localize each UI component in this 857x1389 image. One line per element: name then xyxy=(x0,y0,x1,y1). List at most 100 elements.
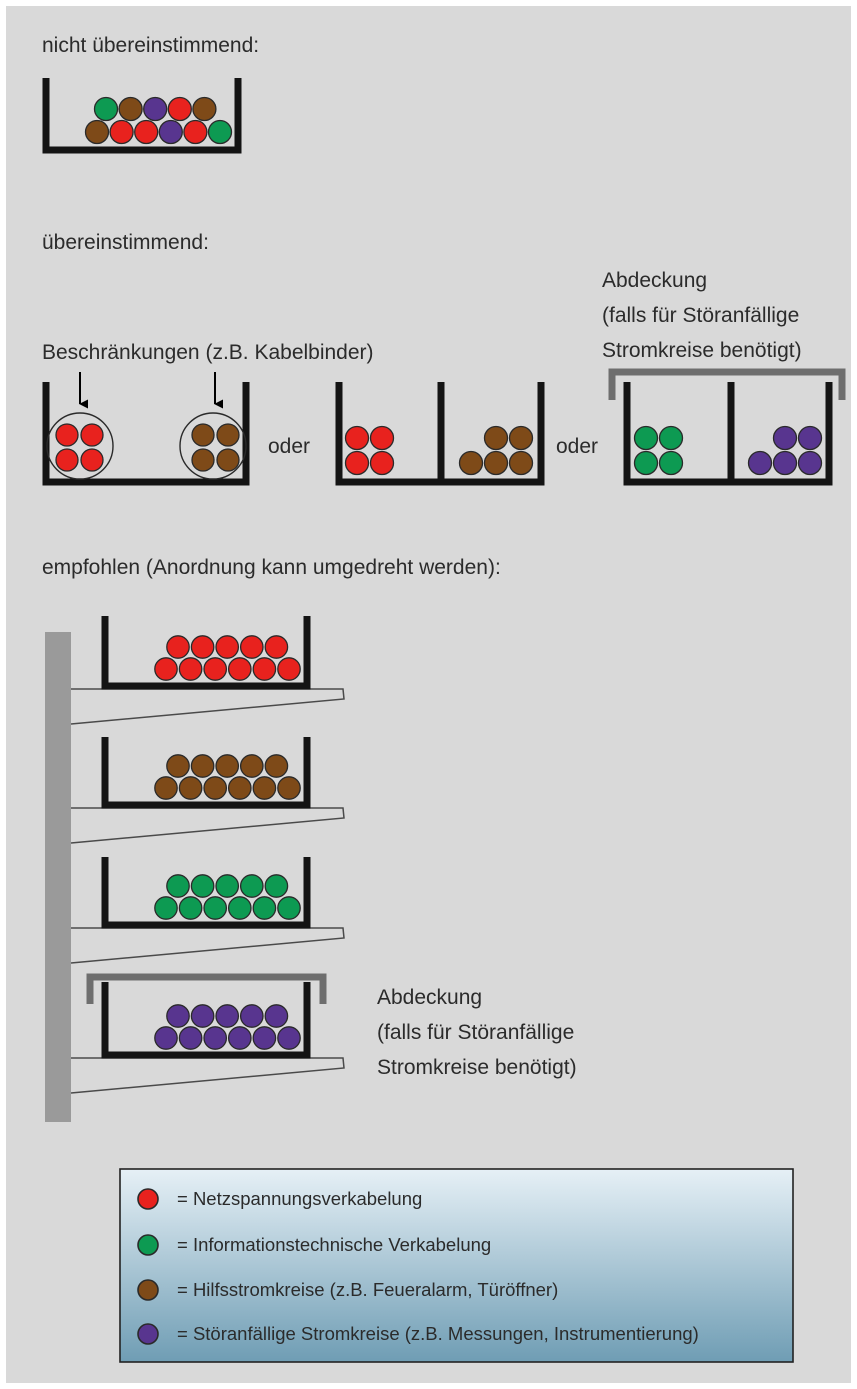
tray-cover xyxy=(608,368,846,400)
red-cable xyxy=(55,448,79,472)
purple-cable xyxy=(190,1004,215,1028)
cable-tray xyxy=(101,616,311,690)
red-cable xyxy=(215,635,240,659)
rack-trays xyxy=(70,616,345,1094)
purple-cable xyxy=(277,1026,301,1050)
rack-bracket xyxy=(70,688,345,725)
label-or-1: oder xyxy=(268,435,310,458)
rack-cover-label-line3: Stromkreise benötigt) xyxy=(377,1056,577,1079)
tray-cover xyxy=(86,973,327,1004)
red-cable xyxy=(369,425,395,451)
purple-cable xyxy=(772,450,798,476)
red-cable xyxy=(369,450,395,476)
green-cable xyxy=(215,874,240,898)
brown-cable xyxy=(192,96,217,122)
red-cable xyxy=(166,635,190,659)
brown-cable xyxy=(227,776,252,800)
diagram-panel xyxy=(6,6,851,1383)
legend-item-mains: = Netzspannungsverkabelung xyxy=(177,1188,422,1209)
green-cable xyxy=(178,896,203,920)
purple-cable xyxy=(203,1026,228,1050)
red-cable xyxy=(190,635,215,659)
brown-cable xyxy=(84,119,110,145)
brown-cable xyxy=(252,776,277,800)
purple-cable xyxy=(158,119,183,145)
brown-cable xyxy=(203,776,228,800)
red-cable xyxy=(344,425,370,451)
brown-cable xyxy=(216,448,240,472)
purple-cable xyxy=(227,1026,252,1050)
cover-label-line2: (falls für Störanfällige xyxy=(602,304,799,327)
rack-tray-green xyxy=(70,857,345,964)
brown-cable xyxy=(508,450,534,476)
heading-correct: übereinstimmend: xyxy=(42,231,209,254)
red-cable xyxy=(252,657,277,681)
brown-cable xyxy=(166,754,190,778)
red-cable xyxy=(264,635,289,659)
purple-cable xyxy=(215,1004,240,1028)
rack-bracket xyxy=(70,807,345,844)
legend-item-sensitive: = Störanfällige Stromkreise (z.B. Messun… xyxy=(177,1323,699,1344)
brown-cable xyxy=(264,754,289,778)
cable-tray xyxy=(101,982,311,1059)
cable-tie-left xyxy=(46,412,114,480)
green-cable xyxy=(658,425,684,451)
green-cable xyxy=(264,874,289,898)
red-cable xyxy=(178,657,203,681)
purple-cable xyxy=(166,1004,190,1028)
brown-cable xyxy=(483,450,509,476)
red-cable xyxy=(55,423,79,447)
tray-with-cable-ties xyxy=(42,372,250,486)
purple-cable xyxy=(143,96,168,122)
brown-cable xyxy=(118,96,143,122)
tray-mixed xyxy=(42,78,242,154)
rack-bracket xyxy=(70,927,345,964)
mixed-cables xyxy=(84,96,233,145)
purple-cable xyxy=(264,1004,289,1028)
red-cable xyxy=(277,657,301,681)
tray-with-divider xyxy=(335,382,545,486)
brown-cable xyxy=(191,448,215,472)
rack-tray-red xyxy=(70,616,345,725)
green-cable xyxy=(190,874,215,898)
green-cable xyxy=(633,425,659,451)
brown-cable xyxy=(154,776,178,800)
rack-cover-label: Abdeckung (falls für Störanfällige Strom… xyxy=(377,986,577,1079)
green-cable xyxy=(277,896,301,920)
red-cable xyxy=(80,423,104,447)
covered-cable-groups xyxy=(633,425,823,476)
purple-cable xyxy=(239,1004,264,1028)
green-cable xyxy=(207,119,233,145)
brown-cable xyxy=(508,425,534,451)
brown-cable xyxy=(178,776,203,800)
tray-covered-divider: Abdeckung (falls für Störanfällige Strom… xyxy=(602,269,846,486)
tied-cable-bundles xyxy=(55,423,240,472)
green-cable xyxy=(658,450,684,476)
green-cable xyxy=(154,896,178,920)
purple-cable xyxy=(797,425,823,451)
green-cable xyxy=(227,896,252,920)
rack-cover-label-line2: (falls für Störanfällige xyxy=(377,1021,574,1044)
red-cable xyxy=(154,657,178,681)
green-cable xyxy=(93,96,119,122)
red-cable xyxy=(227,657,252,681)
legend-red-dot-icon xyxy=(137,1188,159,1210)
red-cable xyxy=(167,96,192,122)
red-cable xyxy=(183,119,208,145)
heading-incorrect: nicht übereinstimmend: xyxy=(42,34,259,57)
red-cable xyxy=(203,657,228,681)
brown-cable xyxy=(277,776,301,800)
legend: = Netzspannungsverkabelung = Information… xyxy=(119,1168,794,1363)
green-cable xyxy=(203,896,228,920)
green-cable xyxy=(252,896,277,920)
rack-cover-label-title: Abdeckung xyxy=(377,986,482,1009)
legend-box xyxy=(119,1168,794,1363)
brown-cable xyxy=(239,754,264,778)
label-restrictions: Beschränkungen (z.B. Kabelbinder) xyxy=(42,341,374,364)
red-cable xyxy=(134,119,159,145)
heading-recommended: empfohlen (Anordnung kann umgedreht werd… xyxy=(42,556,501,579)
rack-tray-purple xyxy=(70,973,345,1094)
brown-cable xyxy=(215,754,240,778)
cover-label-line3: Stromkreise benötigt) xyxy=(602,339,802,362)
